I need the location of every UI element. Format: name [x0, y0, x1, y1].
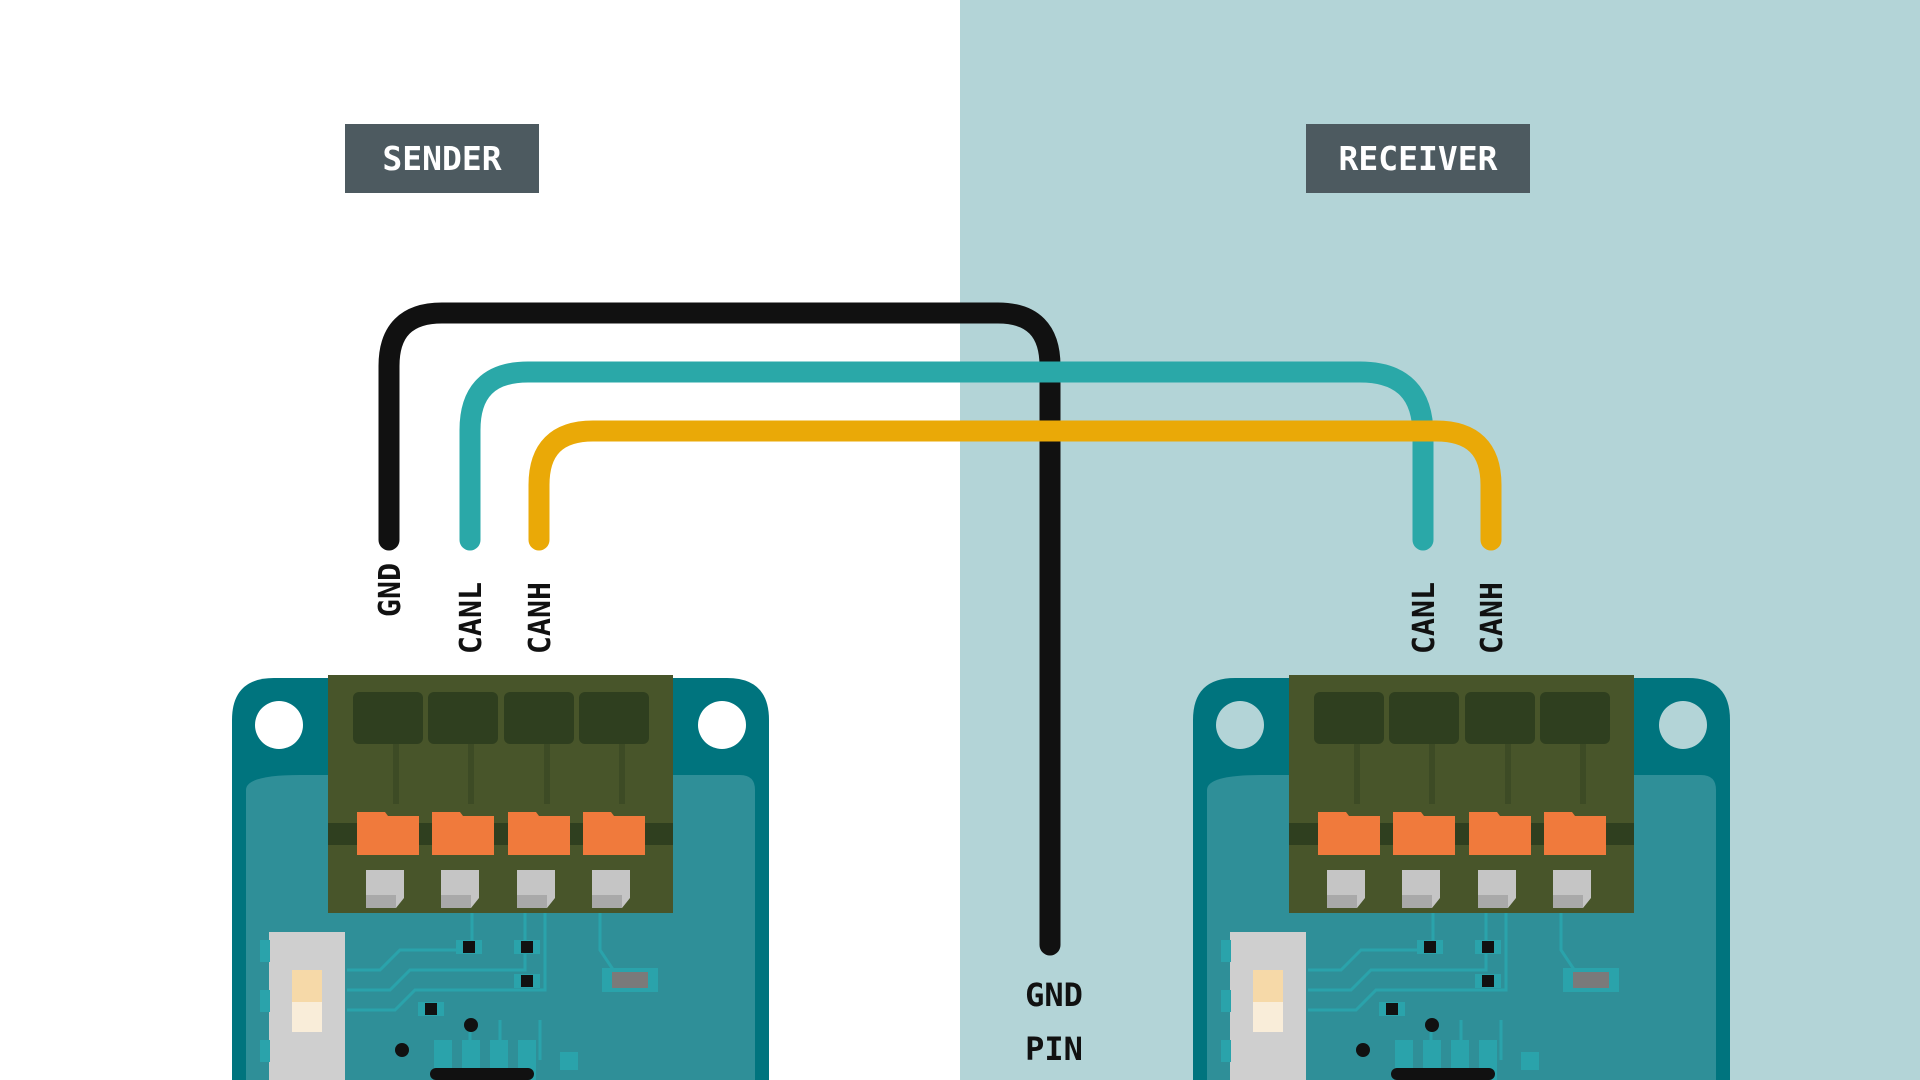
receiver-chip [1391, 1068, 1495, 1080]
sender-pin-label-canl: CANL [454, 582, 489, 654]
sender-terminal-block [328, 675, 673, 913]
sender-lever-4 [583, 812, 645, 855]
sender-mounting-hole-right [698, 701, 746, 749]
wire-gnd [378, 302, 1061, 956]
sender-pin-label-gnd: GND [373, 563, 408, 617]
receiver-board [1193, 675, 1730, 1080]
ground-pin-label-line1: GND [1025, 976, 1083, 1014]
receiver-mounting-hole-left [1216, 701, 1264, 749]
receiver-title: RECEIVER [1339, 139, 1498, 178]
sender-title: SENDER [382, 139, 501, 178]
receiver-lever-3 [1469, 812, 1531, 855]
wire-canh [528, 420, 1502, 551]
receiver-mounting-hole-right [1659, 701, 1707, 749]
receiver-lever-4 [1544, 812, 1606, 855]
receiver-pin-label-canh: CANH [1475, 582, 1510, 654]
ground-pin-label-line2: PIN [1025, 1030, 1083, 1068]
wire-canl [459, 361, 1434, 551]
sender-mounting-hole-left [255, 701, 303, 749]
sender-title-box: SENDER [345, 124, 539, 193]
receiver-lever-1 [1318, 812, 1380, 855]
sender-pin-label-canh: CANH [523, 582, 558, 654]
receiver-title-box: RECEIVER [1306, 124, 1530, 193]
sender-chip [430, 1068, 534, 1080]
receiver-pin-label-canl: CANL [1407, 582, 1442, 654]
sender-board [232, 675, 769, 1080]
receiver-terminal-block [1289, 675, 1634, 913]
sender-lever-3 [508, 812, 570, 855]
sender-lever-2 [432, 812, 494, 855]
sender-lever-1 [357, 812, 419, 855]
receiver-lever-2 [1393, 812, 1455, 855]
